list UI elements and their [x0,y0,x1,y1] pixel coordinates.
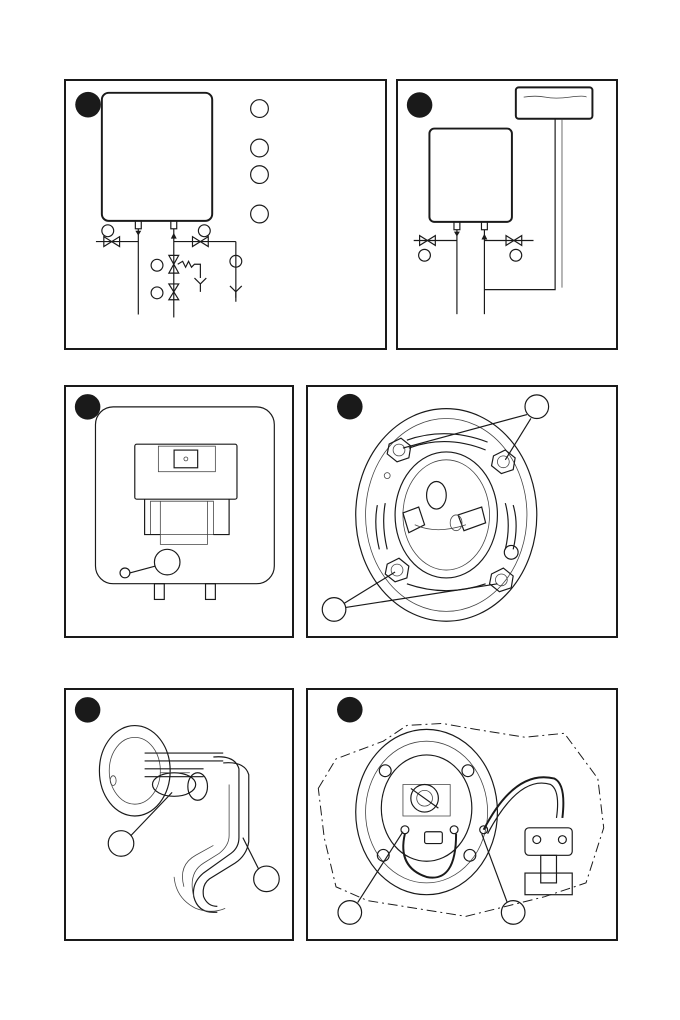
upper-tank [516,87,593,118]
panel-thermostat-wiring [306,688,618,941]
callout-circle [108,831,134,857]
pipe-nozzle-right [206,584,216,600]
connection-diagram-1-drawing [66,81,385,348]
water-heater-tank [429,129,511,222]
legend-circle-3 [251,166,269,184]
connection-diagram-2-drawing [398,81,616,348]
terminal-left [403,507,425,533]
pipe-nozzle-left [154,584,164,600]
heating-coil [193,757,238,912]
panel-flange-front [306,385,618,638]
nut-bottom-left [385,558,409,582]
callout-circle [151,287,163,299]
terminal-right [458,507,486,531]
element-flange [99,726,170,816]
panel-connection-diagram-2 [396,79,618,350]
step-badge-3 [75,394,101,420]
callout-circle-bottom [322,598,346,622]
heater-body-outline [95,407,274,584]
nut-top-left [387,438,411,462]
panel-connection-diagram-1 [64,79,387,350]
callout-circle [419,249,431,261]
callout-circle [102,225,114,237]
step-badge-6 [337,697,363,723]
drain-screw [120,568,130,578]
panel-heating-element [64,688,294,941]
callout-circle [151,259,163,271]
step-badge-4 [337,394,363,420]
step-badge-5 [75,697,101,723]
heater-bottom-drawing [66,387,292,636]
step-badge-2 [407,92,433,118]
nut-top-right [492,450,516,474]
flange-inner [395,452,497,578]
wall-cutout-outline [318,723,603,916]
element-stub [427,481,447,509]
callout-circle [510,249,522,261]
callout-circle [154,549,180,575]
panel-heater-bottom [64,385,294,638]
legend-circle-4 [251,205,269,223]
callout-circle [254,866,280,892]
ground-screw [504,545,518,559]
callout-circle [198,225,210,237]
flange-front-drawing [308,387,616,636]
thermostat-wiring-drawing [308,690,616,939]
water-heater-tank [102,93,212,221]
callout-circle-top [525,395,549,419]
legend-circle-2 [251,139,269,157]
legend-circle-1 [251,100,269,118]
flange-outer [356,409,537,622]
callout-circle-left [338,901,362,925]
step-badge-1 [75,92,101,118]
nut-bottom-right [490,568,514,592]
heating-element-drawing [66,690,292,939]
